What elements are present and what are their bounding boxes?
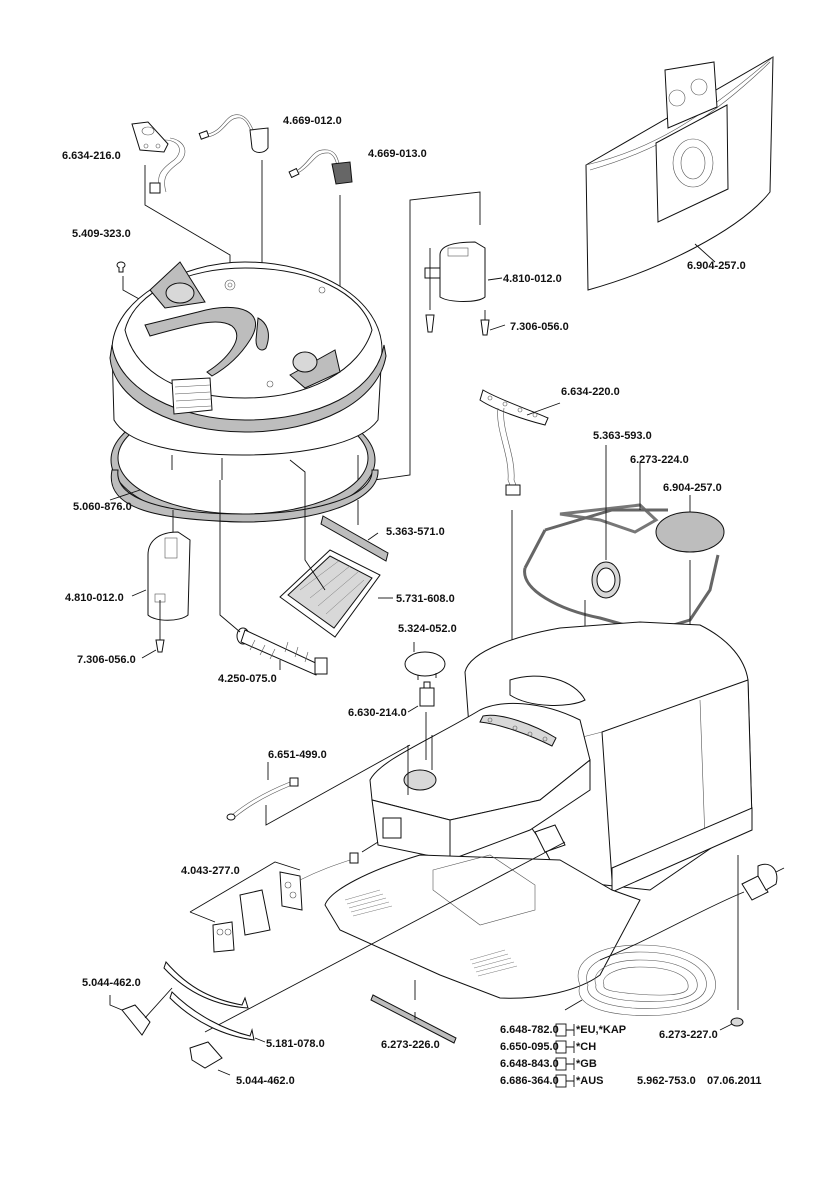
label-5363571: 5.363-571.0 — [386, 526, 445, 538]
motor-module-left — [147, 510, 191, 653]
label-6651499: 6.651-499.0 — [268, 749, 327, 761]
label-6904257-bag: 6.904-257.0 — [687, 260, 746, 272]
cord-part-number: 6.648-782.0 — [500, 1024, 559, 1036]
label-4669012: 4.669-012.0 — [283, 115, 342, 127]
cord-variant-row: 6.648-782.0 *EU,*KAP — [500, 1023, 626, 1037]
label-6634216: 6.634-216.0 — [62, 150, 121, 162]
label-5060876: 5.060-876.0 — [73, 501, 132, 513]
brush-roller-4250075 — [236, 627, 328, 676]
label-5409323: 5.409-323.0 — [72, 228, 131, 240]
cord-part-number: 6.650-095.0 — [500, 1041, 559, 1053]
cord-variant-row: 6.686-364.0 *AUS — [500, 1074, 604, 1088]
label-7306056-top: 7.306-056.0 — [510, 321, 569, 333]
foot-6273227 — [730, 1017, 744, 1027]
label-4810012-left: 4.810-012.0 — [65, 592, 124, 604]
screw-5409323 — [116, 261, 126, 273]
upper-housing-lid — [109, 261, 387, 523]
cord-variant-row: 6.648-843.0 *GB — [500, 1057, 597, 1071]
label-4043277: 4.043-277.0 — [181, 865, 240, 877]
control-board-220 — [479, 389, 549, 496]
button-cap-5324052 — [404, 651, 446, 680]
label-6634220: 6.634-220.0 — [561, 386, 620, 398]
control-unit-4043277 — [212, 852, 359, 953]
cord-part-number: 6.686-364.0 — [500, 1075, 559, 1087]
cord-region: *CH — [576, 1041, 596, 1053]
dust-bag — [585, 56, 774, 291]
switch-6630214 — [419, 681, 435, 707]
label-5044462-b: 5.044-462.0 — [236, 1075, 295, 1087]
label-6273226: 6.273-226.0 — [381, 1039, 440, 1051]
label-6273224: 6.273-224.0 — [630, 454, 689, 466]
label-4810012-top: 4.810-012.0 — [503, 273, 562, 285]
clip-5044462-b — [189, 1041, 223, 1069]
label-7306056-left: 7.306-056.0 — [77, 654, 136, 666]
power-cord — [577, 863, 785, 1016]
cord-variant-table: 6.648-782.0 *EU,*KAP 6.650-095.0 *CH 6.6… — [500, 1023, 626, 1088]
label-5324052: 5.324-052.0 — [398, 623, 457, 635]
main-body — [369, 621, 753, 893]
base-plate — [324, 824, 641, 999]
cord-region: *EU,*KAP — [576, 1024, 626, 1036]
label-4669013: 4.669-013.0 — [368, 148, 427, 160]
bracket-5181078-lower — [169, 991, 255, 1041]
label-5731608: 5.731-608.0 — [396, 593, 455, 605]
strip-6273226 — [370, 994, 457, 1044]
strip-5363571 — [320, 515, 389, 562]
grille-right — [469, 949, 518, 977]
label-4250075: 4.250-075.0 — [218, 673, 277, 685]
label-6273227: 6.273-227.0 — [659, 1029, 718, 1041]
label-5363593: 5.363-593.0 — [593, 430, 652, 442]
label-5181078: 5.181-078.0 — [266, 1038, 325, 1050]
bracket-5181078-upper — [163, 961, 249, 1009]
ring-seal-5060876 — [110, 469, 379, 523]
label-6904257-filter: 6.904-257.0 — [663, 482, 722, 494]
cord-region: *GB — [576, 1058, 597, 1070]
sensor-4669013 — [288, 149, 353, 185]
grille-left — [344, 889, 393, 917]
label-5044462-a: 5.044-462.0 — [82, 977, 141, 989]
round-filter-6904257 — [655, 511, 725, 553]
label-6630214: 6.630-214.0 — [348, 707, 407, 719]
cable-6651499 — [226, 777, 299, 821]
filter-5731608 — [279, 549, 381, 638]
clip-5044462-a — [121, 1004, 151, 1036]
motor-module-top — [424, 241, 490, 336]
cord-variant-row: 6.650-095.0 *CH — [500, 1040, 596, 1054]
control-board-top — [131, 121, 186, 194]
sensor-4669012 — [198, 114, 269, 153]
drawing-number: 5.962-753.0 — [637, 1075, 696, 1087]
flange-5363593 — [591, 561, 621, 599]
drawing-date: 07.06.2011 — [707, 1075, 761, 1087]
cord-part-number: 6.648-843.0 — [500, 1058, 559, 1070]
cord-region: *AUS — [576, 1075, 604, 1087]
